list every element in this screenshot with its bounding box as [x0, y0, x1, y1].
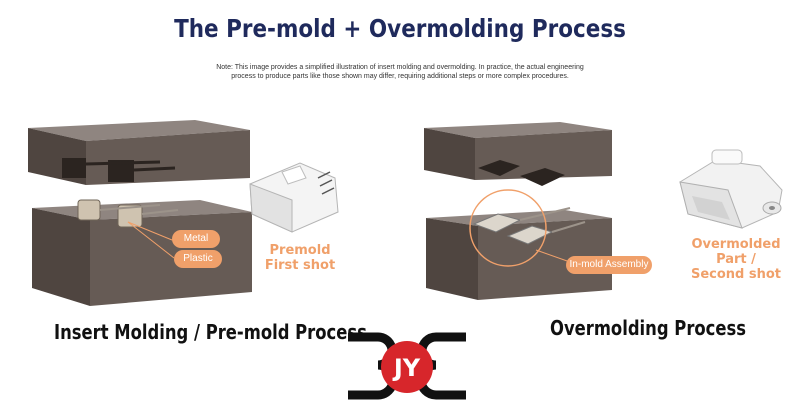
- disclaimer-note: Note: This image provides a simplified i…: [180, 63, 620, 81]
- right-mold: [424, 122, 612, 300]
- jyb-logo: JY: [348, 332, 466, 400]
- overmolded-label-line-2: Second shot: [690, 267, 782, 282]
- overmolded-label-line-1: Overmolded Part /: [691, 237, 781, 267]
- plastic-label: Plastic: [174, 250, 222, 268]
- overmolding-section-title: Overmolding Process: [550, 316, 747, 340]
- insert-molding-section-title: Insert Molding / Pre-mold Process: [54, 320, 367, 344]
- overmolded-part-label: Overmolded Part / Second shot: [676, 237, 796, 282]
- page-title: The Pre-mold + Overmolding Process: [174, 14, 626, 43]
- logo-text: JY: [392, 354, 421, 382]
- premold-label-line-2: First shot: [264, 258, 336, 273]
- left-mold: [28, 120, 252, 306]
- premold-label-line-1: Premold: [269, 243, 331, 258]
- overmolded-part: [679, 149, 783, 229]
- note-line-2: process to produce parts like those show…: [231, 73, 569, 80]
- in-mold-assembly-label: In-mold Assembly: [566, 256, 652, 274]
- metal-label: Metal: [172, 230, 220, 248]
- in-mold-highlight-circle: [469, 189, 547, 267]
- left-upper-mold-half: [28, 120, 250, 185]
- right-lower-mold-half: [426, 207, 612, 300]
- right-upper-mold-half: [424, 122, 612, 186]
- premold-part: [249, 162, 339, 233]
- note-line-1: Note: This image provides a simplified i…: [216, 64, 584, 71]
- premold-label: Premold First shot: [250, 243, 350, 273]
